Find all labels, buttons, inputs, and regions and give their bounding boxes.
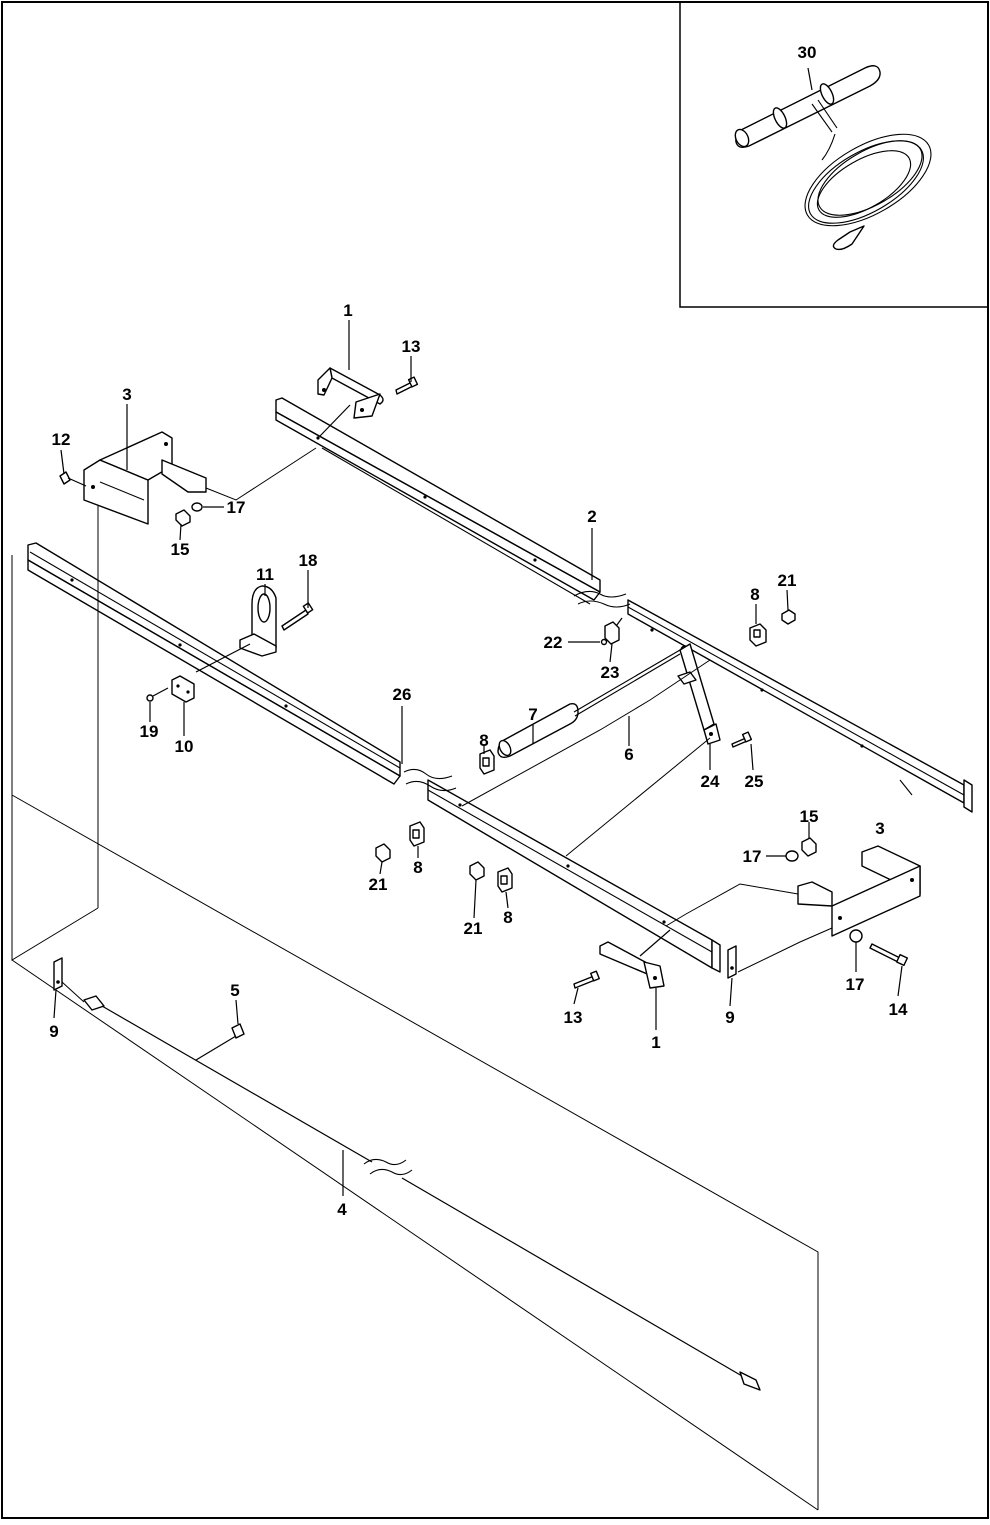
washer-right-a — [785, 850, 799, 862]
label-washer-right-a: 17 — [743, 847, 762, 866]
label-rail-front: 26 — [393, 685, 412, 704]
label-rail-top: 2 — [587, 507, 596, 526]
label-bolt-bottom: 13 — [564, 1008, 583, 1027]
clip-low-b — [497, 867, 513, 893]
reference-panel — [11, 500, 819, 1511]
label-nut-low-a: 21 — [369, 875, 388, 894]
screw-small — [146, 687, 169, 702]
label-washer-left: 17 — [227, 498, 246, 517]
label-nut-left: 15 — [171, 540, 190, 559]
label-cylinder: 7 — [528, 705, 537, 724]
tab-left — [53, 957, 63, 991]
bolt-right — [869, 943, 909, 967]
label-bracket-left: 3 — [122, 385, 131, 404]
clip-right-top — [749, 623, 767, 647]
bracket-right — [665, 845, 921, 973]
bolt-link — [731, 731, 753, 748]
link-arm — [677, 643, 721, 745]
label-nut-low-b: 21 — [464, 919, 483, 938]
label-nut-right: 15 — [800, 807, 819, 826]
label-clip-low-b: 8 — [503, 908, 512, 927]
label-pivot: 24 — [701, 772, 720, 791]
label-tab-left: 9 — [49, 1022, 58, 1041]
label-eye-plate: 11 — [256, 565, 274, 584]
label-rod: 6 — [624, 745, 633, 764]
label-handle-top: 1 — [343, 301, 352, 320]
label-bracket-right: 3 — [875, 819, 884, 838]
rail-front — [27, 542, 721, 973]
label-tab-right: 9 — [725, 1008, 734, 1027]
washer-left — [191, 502, 203, 512]
label-plate-small: 10 — [175, 737, 194, 756]
label-clip-mid: 8 — [479, 731, 488, 750]
tab-right — [727, 945, 737, 979]
plate-small — [171, 675, 195, 703]
eye-plate — [195, 585, 277, 673]
nut-left — [175, 509, 191, 527]
cable — [61, 981, 761, 1391]
label-screw-eye: 18 — [299, 551, 318, 570]
label-bolt-top: 13 — [402, 337, 421, 356]
label-stud: 5 — [230, 981, 239, 1000]
label-handle-bottom: 1 — [651, 1033, 660, 1052]
washer-right-b — [849, 929, 863, 943]
block-mid — [604, 621, 620, 645]
inset-box — [679, 2, 988, 308]
label-block-mid: 23 — [601, 663, 620, 682]
label-cable: 4 — [337, 1200, 347, 1219]
label-screw-left: 12 — [52, 430, 71, 449]
gas-cylinder — [497, 645, 690, 759]
label-clip-right-top: 8 — [750, 585, 759, 604]
bolt-top — [395, 376, 419, 395]
label-clip-low-a: 8 — [413, 858, 422, 877]
tow-handle-illustration — [734, 65, 932, 251]
label-bolt-right: 14 — [889, 1000, 908, 1019]
label-nut-right-top: 21 — [778, 571, 797, 590]
stud — [195, 1023, 245, 1061]
handle-top — [317, 367, 384, 437]
bracket-left — [83, 431, 317, 525]
callout-labels: 30 1 13 3 12 17 15 2 11 18 8 21 22 23 19… — [49, 43, 908, 1219]
label-tow-handle: 30 — [798, 43, 817, 62]
callout-leaders — [53, 67, 903, 1196]
clip-mid — [479, 749, 495, 775]
label-screw-mid: 22 — [544, 633, 563, 652]
rail-top — [275, 397, 973, 813]
label-screw-small: 19 — [140, 722, 159, 741]
label-bolt-link: 25 — [745, 772, 764, 791]
handle-bottom — [599, 929, 671, 989]
clip-low-a — [409, 821, 425, 847]
label-washer-right-b: 17 — [846, 975, 865, 994]
nut-right — [801, 837, 817, 857]
nut-low-b — [469, 861, 485, 881]
bolt-bottom — [573, 970, 600, 989]
screw-left — [59, 471, 87, 487]
nut-low-a — [375, 843, 391, 863]
nut-right-top — [781, 609, 796, 625]
